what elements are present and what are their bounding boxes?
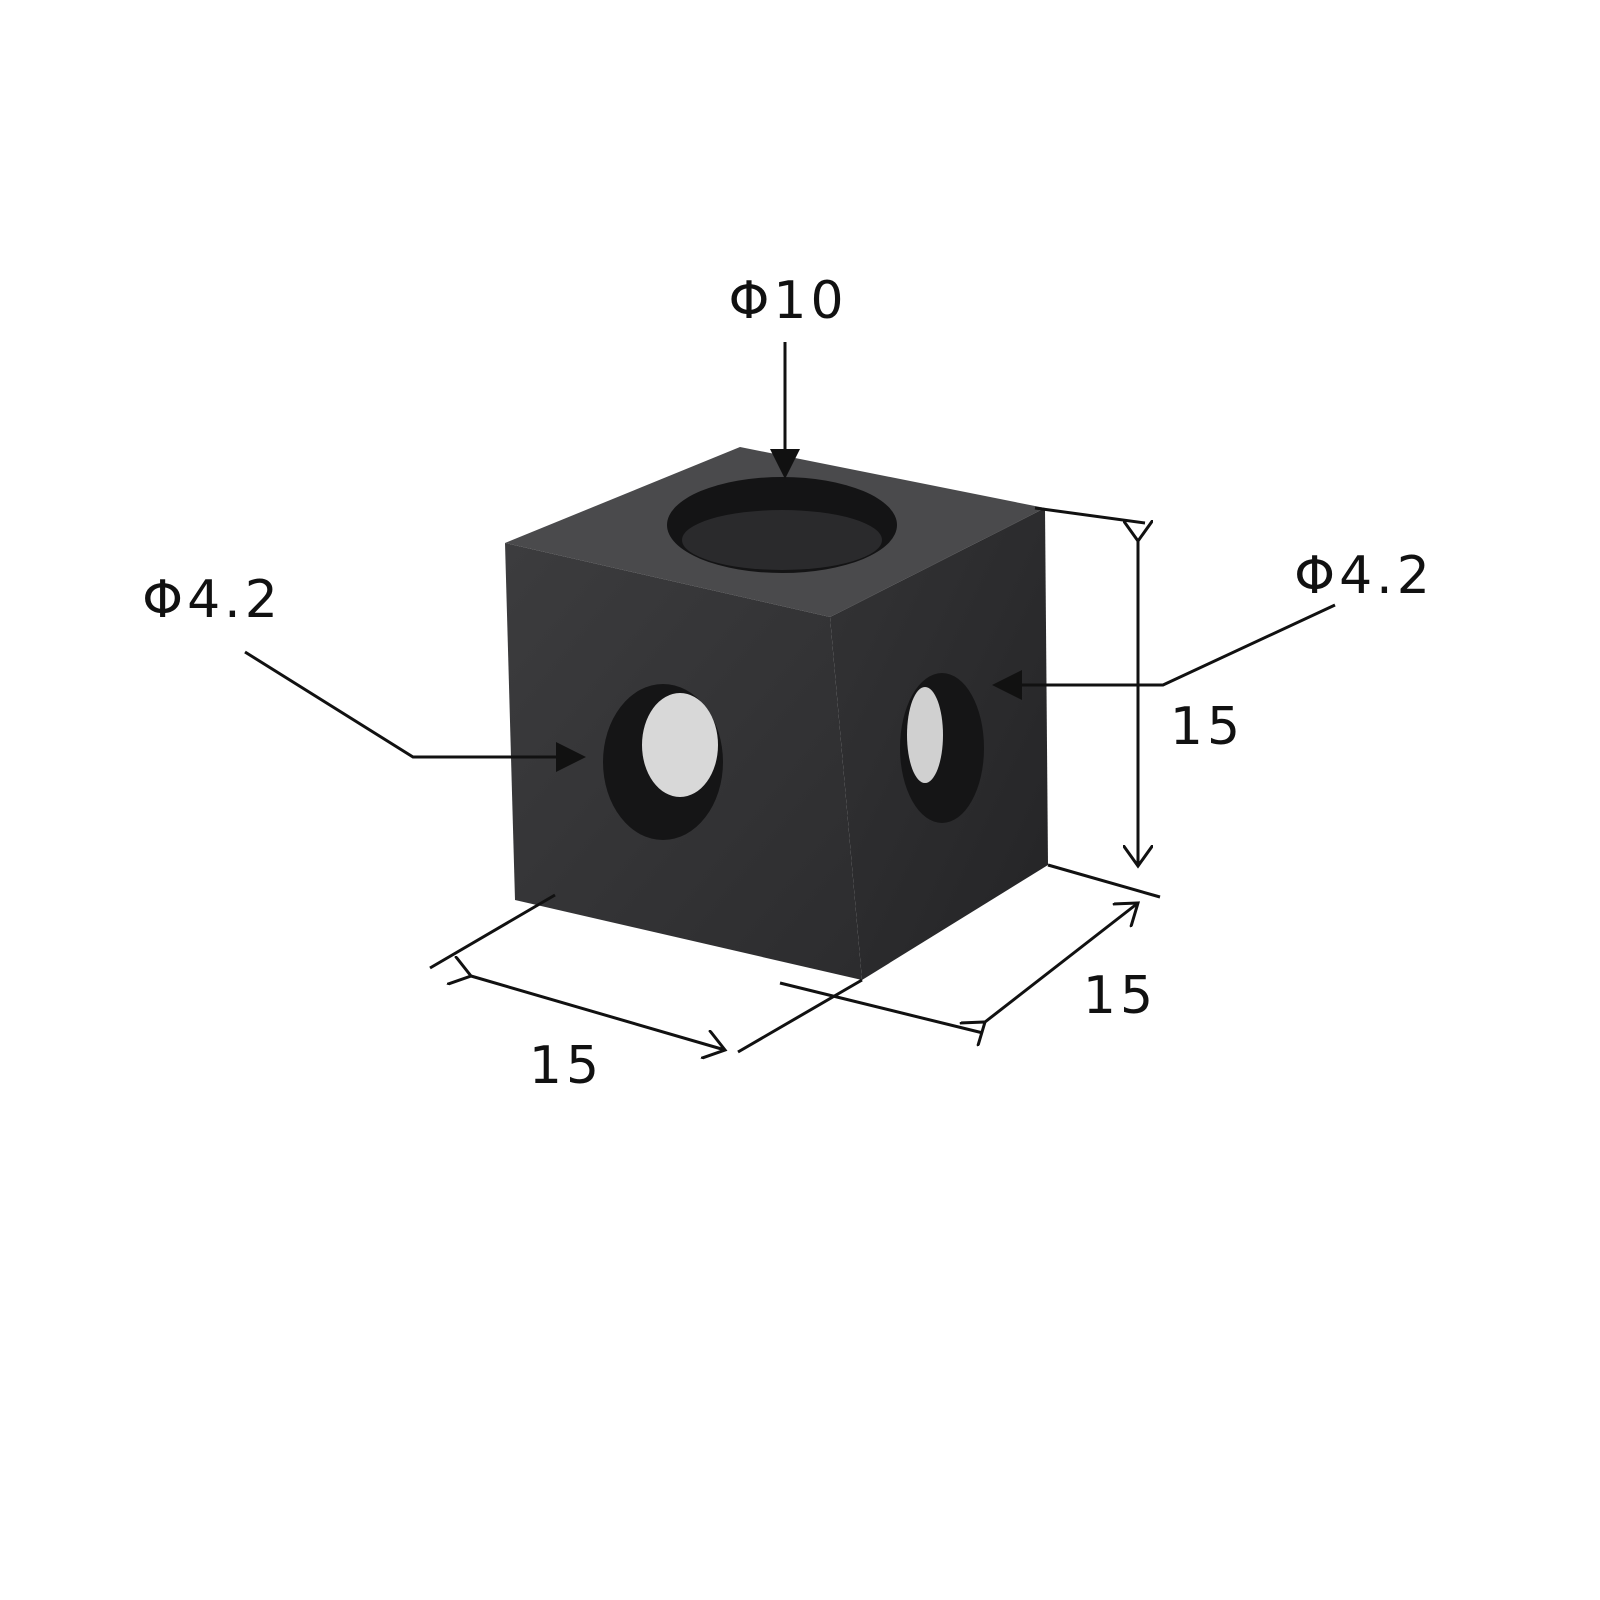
right-hole-leader xyxy=(992,603,1336,700)
extension-line xyxy=(779,981,984,1035)
width-dimension-line xyxy=(471,976,725,1050)
depth-dimension-line xyxy=(985,903,1138,1022)
extension-line xyxy=(429,893,556,970)
right-hole-light xyxy=(907,687,943,783)
extension-line xyxy=(1047,863,1161,899)
depth-label: 15 xyxy=(1083,966,1157,1026)
width-label: 15 xyxy=(529,1036,603,1096)
top-hole-inner-wall xyxy=(682,510,882,570)
left-hole-leader xyxy=(244,650,586,772)
extension-line xyxy=(737,978,863,1054)
height-label: 15 xyxy=(1170,697,1244,757)
top-hole-label: Φ10 xyxy=(728,271,847,331)
cube xyxy=(505,447,1048,980)
left-hole-light xyxy=(642,693,718,797)
annotations: Φ10 Φ4.2 Φ4.2 15 15 15 xyxy=(142,271,1434,1096)
left-hole-label: Φ4.2 xyxy=(142,570,282,630)
extension-line xyxy=(1034,506,1146,525)
right-hole-label: Φ4.2 xyxy=(1294,546,1434,606)
